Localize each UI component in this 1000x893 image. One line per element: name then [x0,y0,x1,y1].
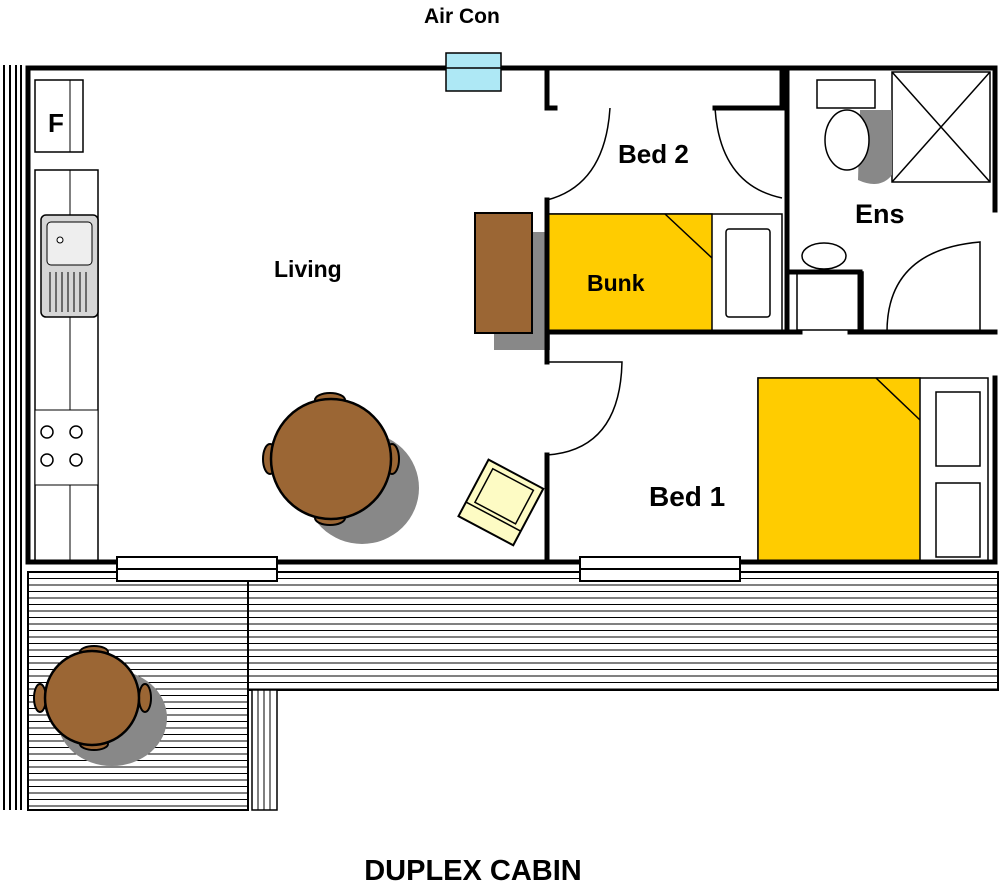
kitchen-sink [40,214,99,318]
door-bed2 [546,107,783,201]
shower [891,71,991,183]
cabinet [474,212,550,350]
air-con-label: Air Con [424,5,500,28]
bunk-bed: Bunk [547,213,783,333]
door-bed1 [546,361,623,456]
armchair [457,458,545,547]
living-label: Living [274,256,342,282]
bed2-label: Bed 2 [618,139,689,169]
air-con-unit [445,52,502,92]
fridge-label: F [48,108,64,138]
cooktop [34,409,99,486]
deck-right [247,571,999,691]
window-bed1 [579,556,741,582]
bed1-label: Bed 1 [649,481,725,512]
toilet [816,79,892,184]
plan-title: DUPLEX CABIN [364,855,582,887]
deck-steps [251,689,278,811]
queen-bed [757,377,989,563]
fridge: F [34,79,84,153]
basin [796,242,864,331]
bunk-label: Bunk [587,270,645,296]
ensuite-label: Ens [855,199,905,229]
outdoor-dining-table [33,645,167,766]
dining-table [262,392,419,544]
door-ensuite [886,241,981,333]
window-living [116,556,278,582]
left-edge-rails [3,65,22,810]
